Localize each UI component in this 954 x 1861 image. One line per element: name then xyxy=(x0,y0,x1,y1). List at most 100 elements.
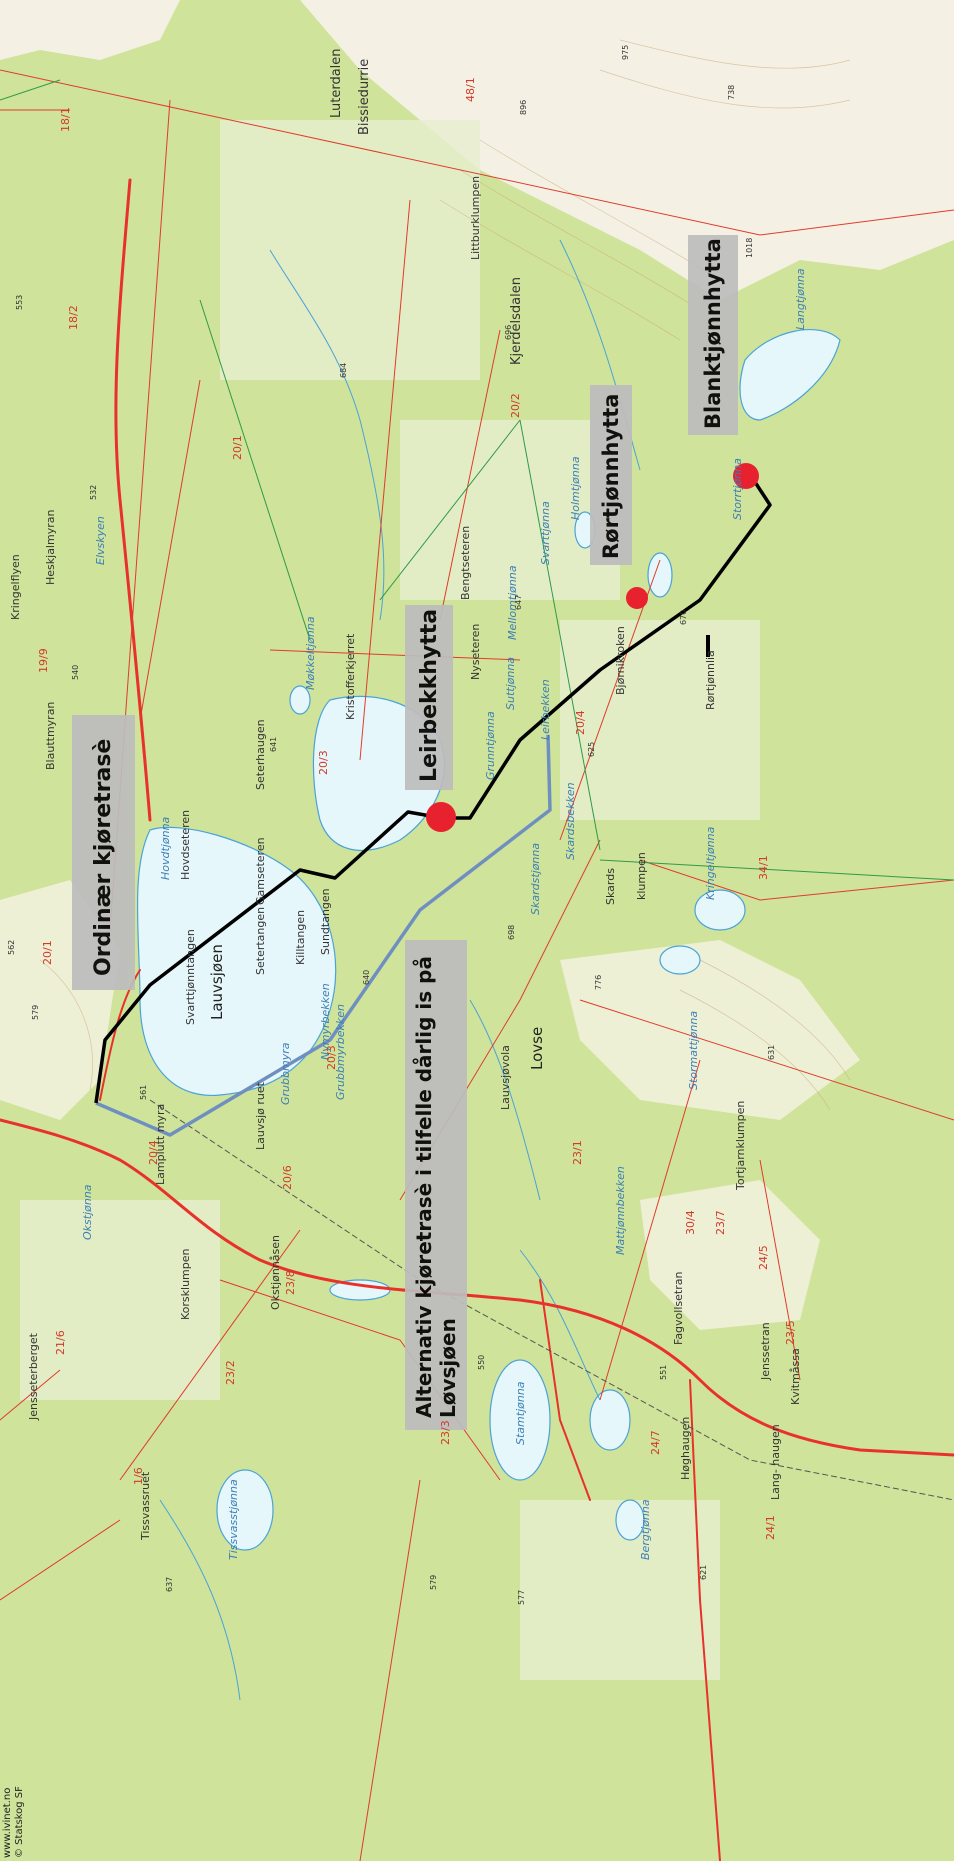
admin-boundaries xyxy=(0,79,954,881)
place-sundtangen: Sundtangen xyxy=(319,888,332,955)
leirbekkhytta-callout: Leirbekkhytta xyxy=(405,605,453,790)
elevation-621: 621 xyxy=(699,1564,708,1580)
place-langtjonna: Langtjønna xyxy=(794,268,807,330)
elevation-561: 561 xyxy=(139,1084,148,1100)
credit-line-2: © Statskog SF xyxy=(14,1786,25,1858)
place-kringeltjonna: Kringeltjønna xyxy=(704,826,717,900)
parcel-18-2: 18/2 xyxy=(67,305,80,330)
place-mattjonnbekken: Mattjønnbekken xyxy=(614,1166,627,1255)
place-bissiedurrie: Bissiedurrie xyxy=(357,58,372,135)
elevation-975: 975 xyxy=(621,44,630,60)
place-lauvsjoruet: Lauvsjø ruet xyxy=(254,1082,267,1150)
place-lovse: Lovse xyxy=(528,1026,546,1070)
place-heskjalmyran: Heskjalmyran xyxy=(44,509,57,585)
route-tick-mark xyxy=(706,635,710,657)
place-langhaugen: Lang- haugen xyxy=(769,1424,782,1500)
blanktjonnhytta-marker[interactable] xyxy=(733,463,759,489)
place-okstjonna: Okstjønna xyxy=(81,1184,94,1240)
place-svarttjonna: Svarttjønna xyxy=(539,501,552,565)
rortjonnhytta-marker[interactable] xyxy=(626,587,648,609)
elevation-896: 896 xyxy=(519,99,528,115)
blanktjonn-lake xyxy=(739,329,841,421)
elevation-540: 540 xyxy=(71,664,80,680)
ordinary-route-line xyxy=(94,473,772,1104)
elevation-641: 641 xyxy=(269,736,278,752)
alternative-route-label-1: Alternativ kjøretrasè i tilfelle dårlig … xyxy=(412,956,436,1418)
plutten-lake xyxy=(647,552,673,598)
place-suttjonna: Suttjønna xyxy=(504,656,517,710)
parcel-23-3: 23/3 xyxy=(439,1420,452,1445)
place-jenssetran: Jenssetran xyxy=(759,1322,772,1380)
wetland-areas xyxy=(20,120,760,1680)
ordinary-route-callout: Ordinær kjøretrasè xyxy=(72,715,135,990)
place-leirbekken: Leirbekken xyxy=(539,679,552,740)
parcel-20-3b: 20/3 xyxy=(325,1045,338,1070)
place-klumpen: klumpen xyxy=(635,852,648,900)
elevation-550: 550 xyxy=(477,1354,486,1370)
elevation-647: 647 xyxy=(514,594,523,610)
parcel-20-6: 20/6 xyxy=(281,1165,294,1190)
leirbekkhytta-label: Leirbekkhytta xyxy=(416,608,442,782)
place-setertangen: Setertangen xyxy=(254,906,267,975)
parcel-24-7: 24/7 xyxy=(649,1430,662,1455)
place-luterdalen: Luterdalen xyxy=(329,48,344,118)
elevation-551: 551 xyxy=(659,1364,668,1380)
elevation-631: 631 xyxy=(767,1044,776,1060)
parcel-30-4: 30/4 xyxy=(684,1210,697,1235)
parcel-24-5: 24/5 xyxy=(757,1245,770,1270)
parcel-23-7: 23/7 xyxy=(714,1210,727,1235)
place-mokkeltjonna: Møkkeltjønna xyxy=(304,616,317,690)
alternative-route-callout: Alternativ kjøretrasè i tilfelle dårlig … xyxy=(405,940,467,1430)
place-bengtseteren: Bengtseteren xyxy=(459,525,472,600)
blanktjonnhytta-label: Blanktjønnhytta xyxy=(701,238,725,429)
place-bergtjonna: Bergtjønna xyxy=(639,1499,652,1560)
parcel-18-1: 18/1 xyxy=(59,107,72,132)
map-credit: www.ivinet.no © Statskog SF xyxy=(2,1786,26,1858)
place-littburklumpen: Littburklumpen xyxy=(469,175,482,260)
open-upland-area xyxy=(0,0,180,60)
place-nyseteren: Nyseteren xyxy=(469,623,482,680)
parcel-34-1: 34/1 xyxy=(757,855,770,880)
elevation-640: 640 xyxy=(362,969,371,985)
elevation-670: 670 xyxy=(679,609,688,625)
parcel-20-1b: 20/1 xyxy=(41,940,54,965)
open-upland-area xyxy=(300,0,954,300)
parcel-23-8: 23/8 xyxy=(284,1270,297,1295)
property-boundaries xyxy=(0,69,954,1861)
place-lauvsjoen: Lauvsjøen xyxy=(208,944,226,1020)
parcel-24-1: 24/1 xyxy=(764,1515,777,1540)
alternative-route-label-2: Løvsjøen xyxy=(436,1318,460,1418)
parcel-21-6: 21/6 xyxy=(54,1330,67,1355)
parcel-23-1: 23/1 xyxy=(571,1140,584,1165)
grunntjonna-south-lake xyxy=(589,1389,631,1451)
place-skards: Skards xyxy=(604,868,617,905)
open-upland-area xyxy=(560,940,860,1120)
credit-line-1: www.ivinet.no xyxy=(2,1787,13,1858)
place-okstjonnasen: Okstjønnåsen xyxy=(269,1234,282,1310)
leirbekkhytta-marker[interactable] xyxy=(426,802,456,832)
rortjonna-lake xyxy=(289,685,311,715)
place-skardstjonna: Skardstjønna xyxy=(529,842,542,915)
parcel-20-4b: 20/4 xyxy=(147,1140,160,1165)
place-kjerdelsdalen: Kjerdelsdalen xyxy=(509,277,524,365)
place-skardsbekken: Skardsbekken xyxy=(564,782,577,860)
rortjonnhytta-label: Rørtjønnhytta xyxy=(599,393,623,559)
place-blauttmyran: Blauttmyran xyxy=(44,701,57,770)
elevation-1018: 1018 xyxy=(745,237,754,258)
elevation-684: 684 xyxy=(339,362,348,378)
place-svarttjonntangen: Svarttjønntangen xyxy=(184,929,197,1025)
place-storrtjonna: Storrtjønna xyxy=(731,458,744,520)
place-hovdtjonna: Hovdtjønna xyxy=(159,816,172,880)
place-elvskyen: Elvskyen xyxy=(94,516,107,565)
elevation-562: 562 xyxy=(7,939,16,955)
place-lauvsjovola: Lauvsjøvola xyxy=(499,1045,512,1110)
rortjonnhytta-callout: Rørtjønnhytta xyxy=(590,385,632,565)
elevation-553: 553 xyxy=(15,294,24,310)
place-grubbmyra: Grubbmyra xyxy=(279,1042,292,1105)
place-rortjonnlia: Rørtjønnlia xyxy=(704,650,717,710)
place-seterhaugen: Seterhaugen xyxy=(254,719,267,790)
place-gamseteren: Gamseteren xyxy=(254,837,267,905)
open-upland-area xyxy=(640,1180,820,1330)
